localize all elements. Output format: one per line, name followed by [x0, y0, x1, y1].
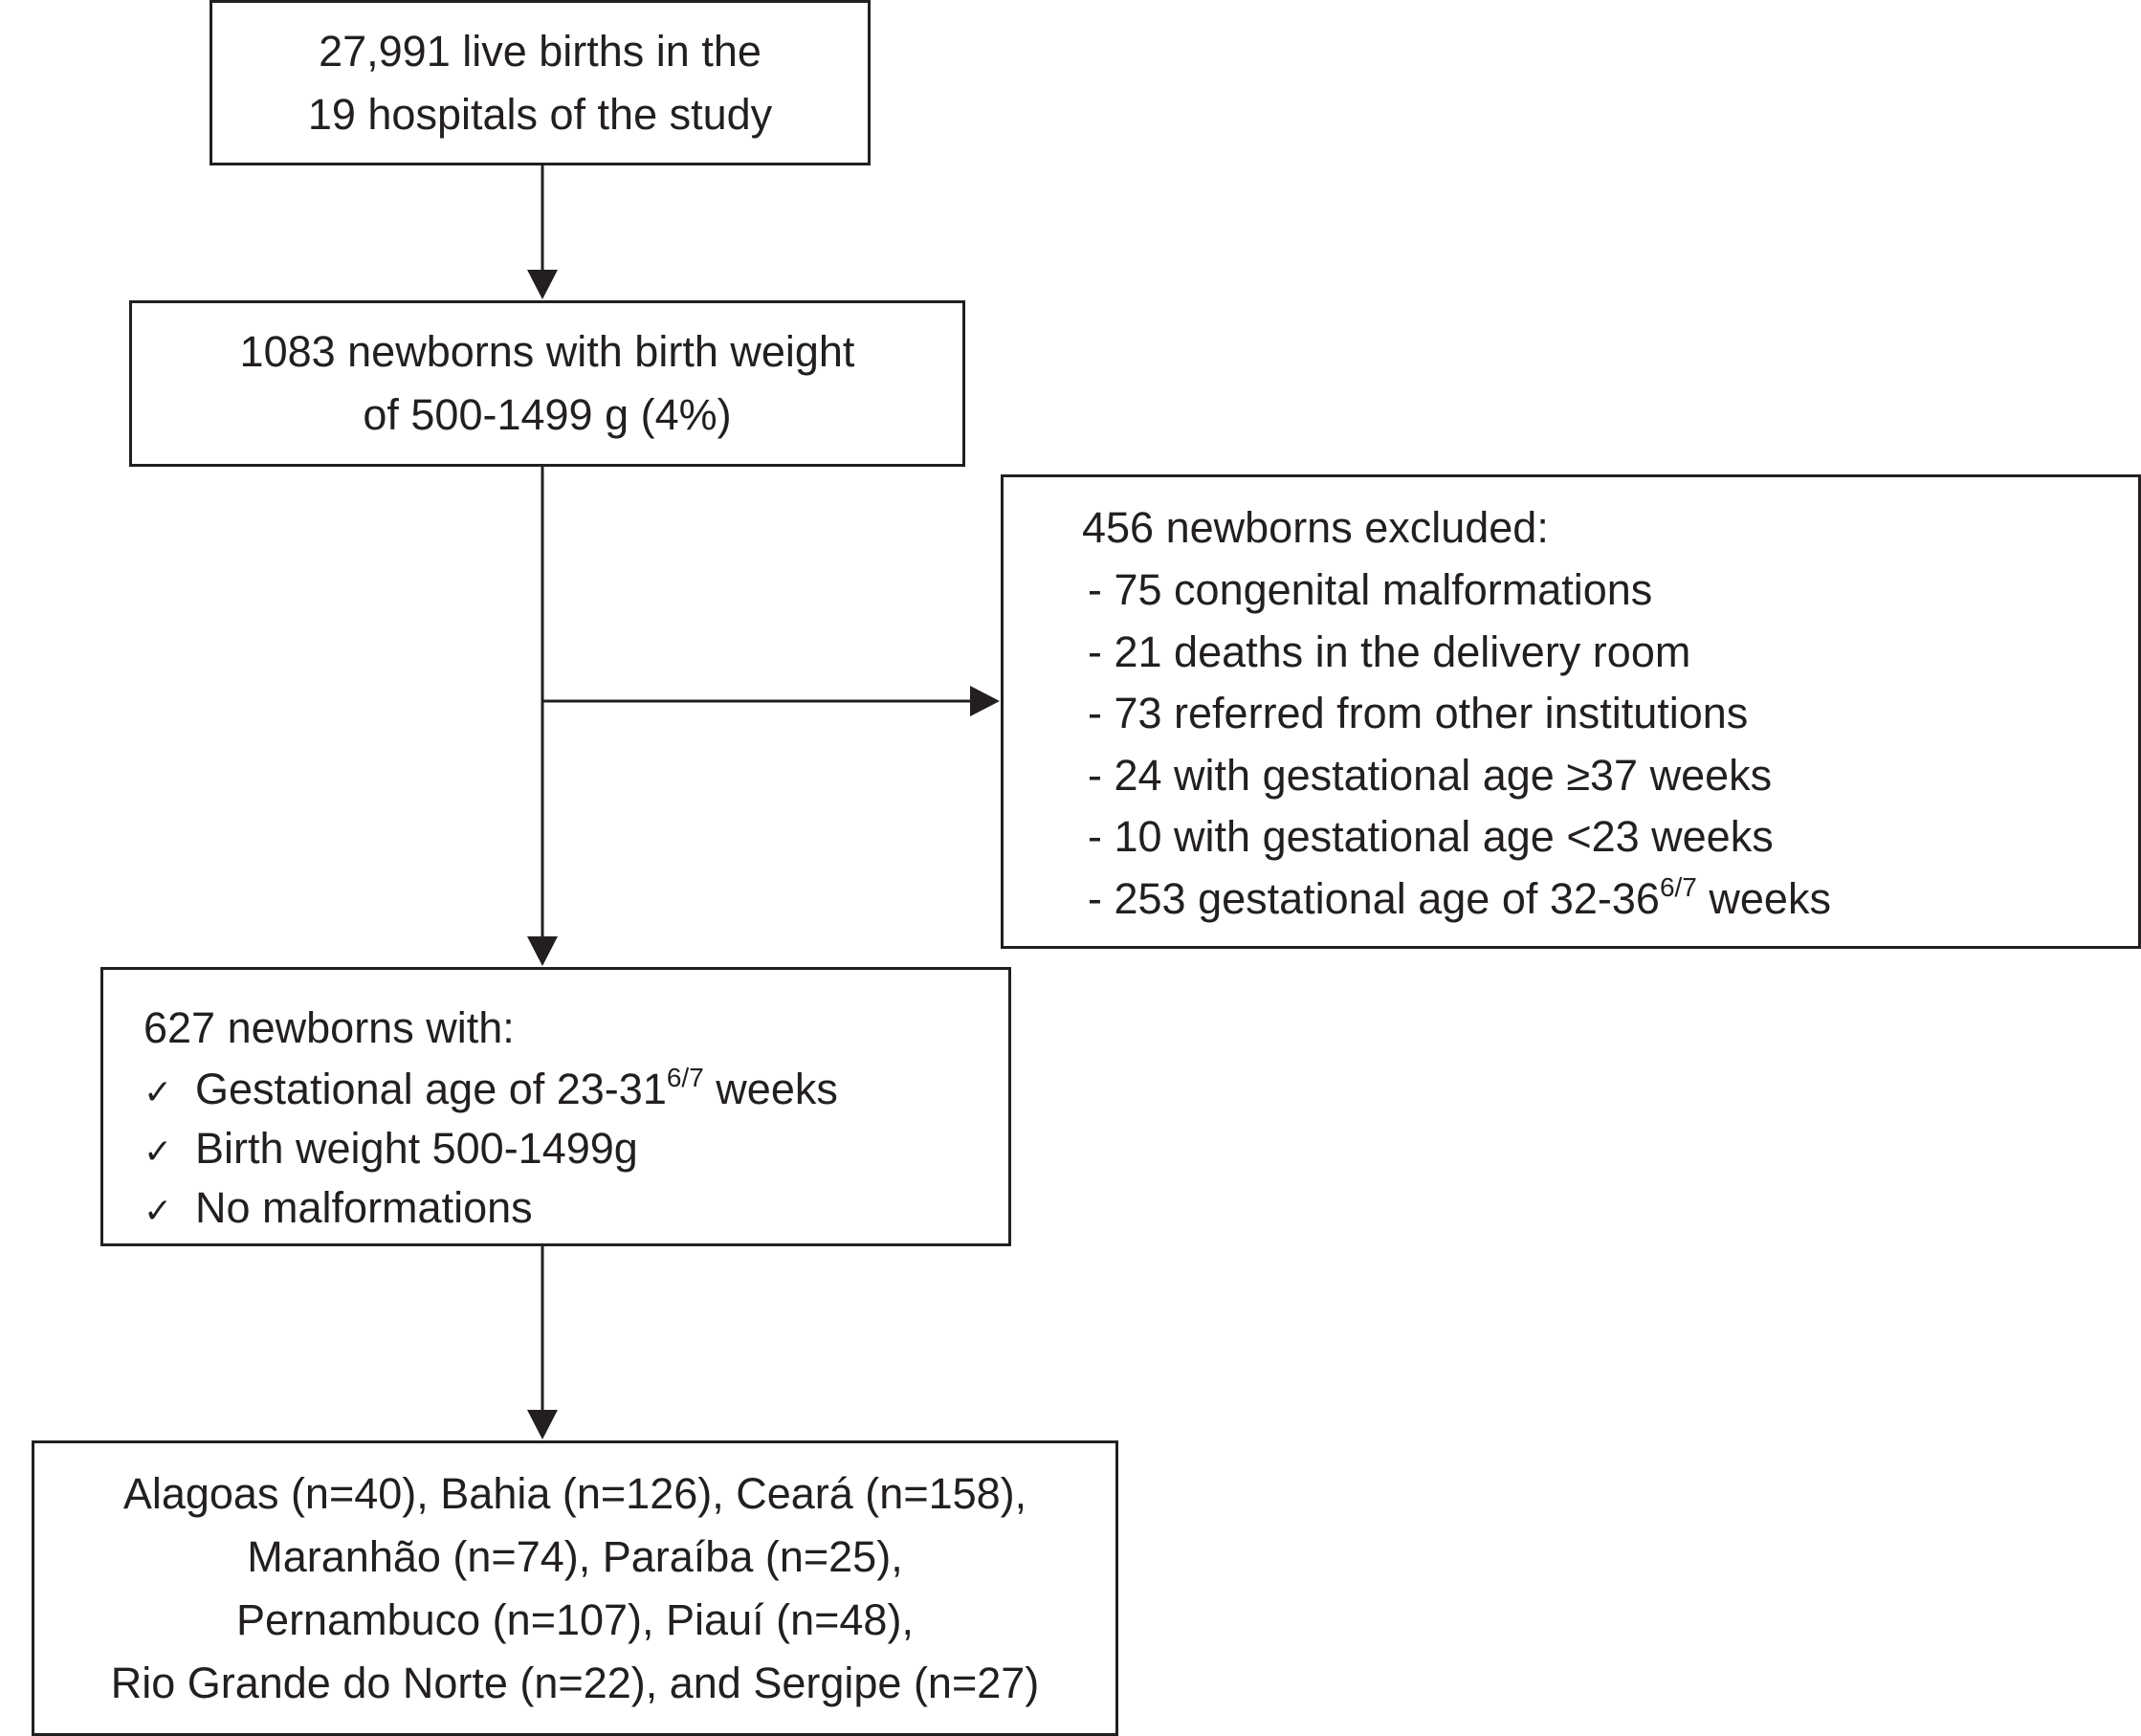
excluded-item-delivery-deaths: - 21 deaths in the delivery room [1088, 626, 1691, 676]
excluded-item-malformations: - 75 congenital malformations [1088, 565, 1653, 614]
excluded-item-ga-32-36-superscript: 6/7 [1659, 871, 1697, 902]
included-box: 627 newborns with: ✓ Gestational age of … [100, 967, 1011, 1246]
included-header: 627 newborns with: [143, 1003, 515, 1052]
arrowhead-down-1 [527, 270, 558, 299]
birth-weight-line-2: of 500-1499 g (4%) [363, 390, 732, 439]
excluded-item-ga-32-36: - 253 gestational age of 32-366/7 weeks [1082, 868, 2138, 931]
live-births-line-1: 27,991 live births in the [319, 26, 761, 76]
states-line-1: Alagoas (n=40), Bahia (n=126), Ceará (n=… [122, 1468, 1027, 1518]
included-item-no-malformations: ✓ No malformations [143, 1178, 1008, 1238]
excluded-item-ga-32-36-suffix: weeks [1696, 873, 1831, 923]
checkmark-icon: ✓ [143, 1192, 173, 1231]
included-item-birth-weight-label: Birth weight 500-1499g [195, 1124, 638, 1173]
checkmark-icon: ✓ [143, 1073, 173, 1112]
checkmark-icon: ✓ [143, 1132, 173, 1172]
states-line-2: Maranhão (n=74), Paraíba (n=25), [247, 1531, 903, 1581]
birth-weight-box: 1083 newborns with birth weight of 500-1… [129, 300, 965, 467]
included-item-gestational-age-prefix: Gestational age of 23-31 [195, 1065, 667, 1113]
excluded-item-ga-37-plus: - 24 with gestational age ≥37 weeks [1088, 750, 1773, 800]
excluded-header: 456 newborns excluded: [1082, 503, 1549, 552]
birth-weight-line-1: 1083 newborns with birth weight [239, 327, 855, 376]
arrowhead-right [970, 686, 1000, 716]
states-box: Alagoas (n=40), Bahia (n=126), Ceará (n=… [32, 1440, 1118, 1736]
excluded-item-ga-32-36-prefix: - 253 gestational age of 32-36 [1088, 873, 1660, 923]
arrowhead-down-2 [527, 936, 558, 966]
included-item-no-malformations-label: No malformations [195, 1183, 533, 1232]
states-line-3: Pernambuco (n=107), Piauí (n=48), [236, 1594, 914, 1644]
excluded-box: 456 newborns excluded: - 75 congenital m… [1001, 474, 2141, 949]
states-line-4: Rio Grande do Norte (n=22), and Sergipe … [110, 1658, 1040, 1707]
included-item-birth-weight: ✓ Birth weight 500-1499g [143, 1119, 1008, 1178]
included-item-gestational-age-suffix: weeks [703, 1065, 838, 1113]
included-item-gestational-age-superscript: 6/7 [666, 1063, 704, 1092]
arrowhead-down-3 [527, 1410, 558, 1439]
live-births-line-2: 19 hospitals of the study [307, 89, 773, 139]
included-item-gestational-age: ✓ Gestational age of 23-316/7 weeks [143, 1060, 1008, 1119]
excluded-item-referred: - 73 referred from other institutions [1088, 689, 1749, 737]
excluded-item-ga-under-23: - 10 with gestational age <23 weeks [1088, 812, 1774, 861]
live-births-box: 27,991 live births in the 19 hospitals o… [210, 0, 871, 165]
